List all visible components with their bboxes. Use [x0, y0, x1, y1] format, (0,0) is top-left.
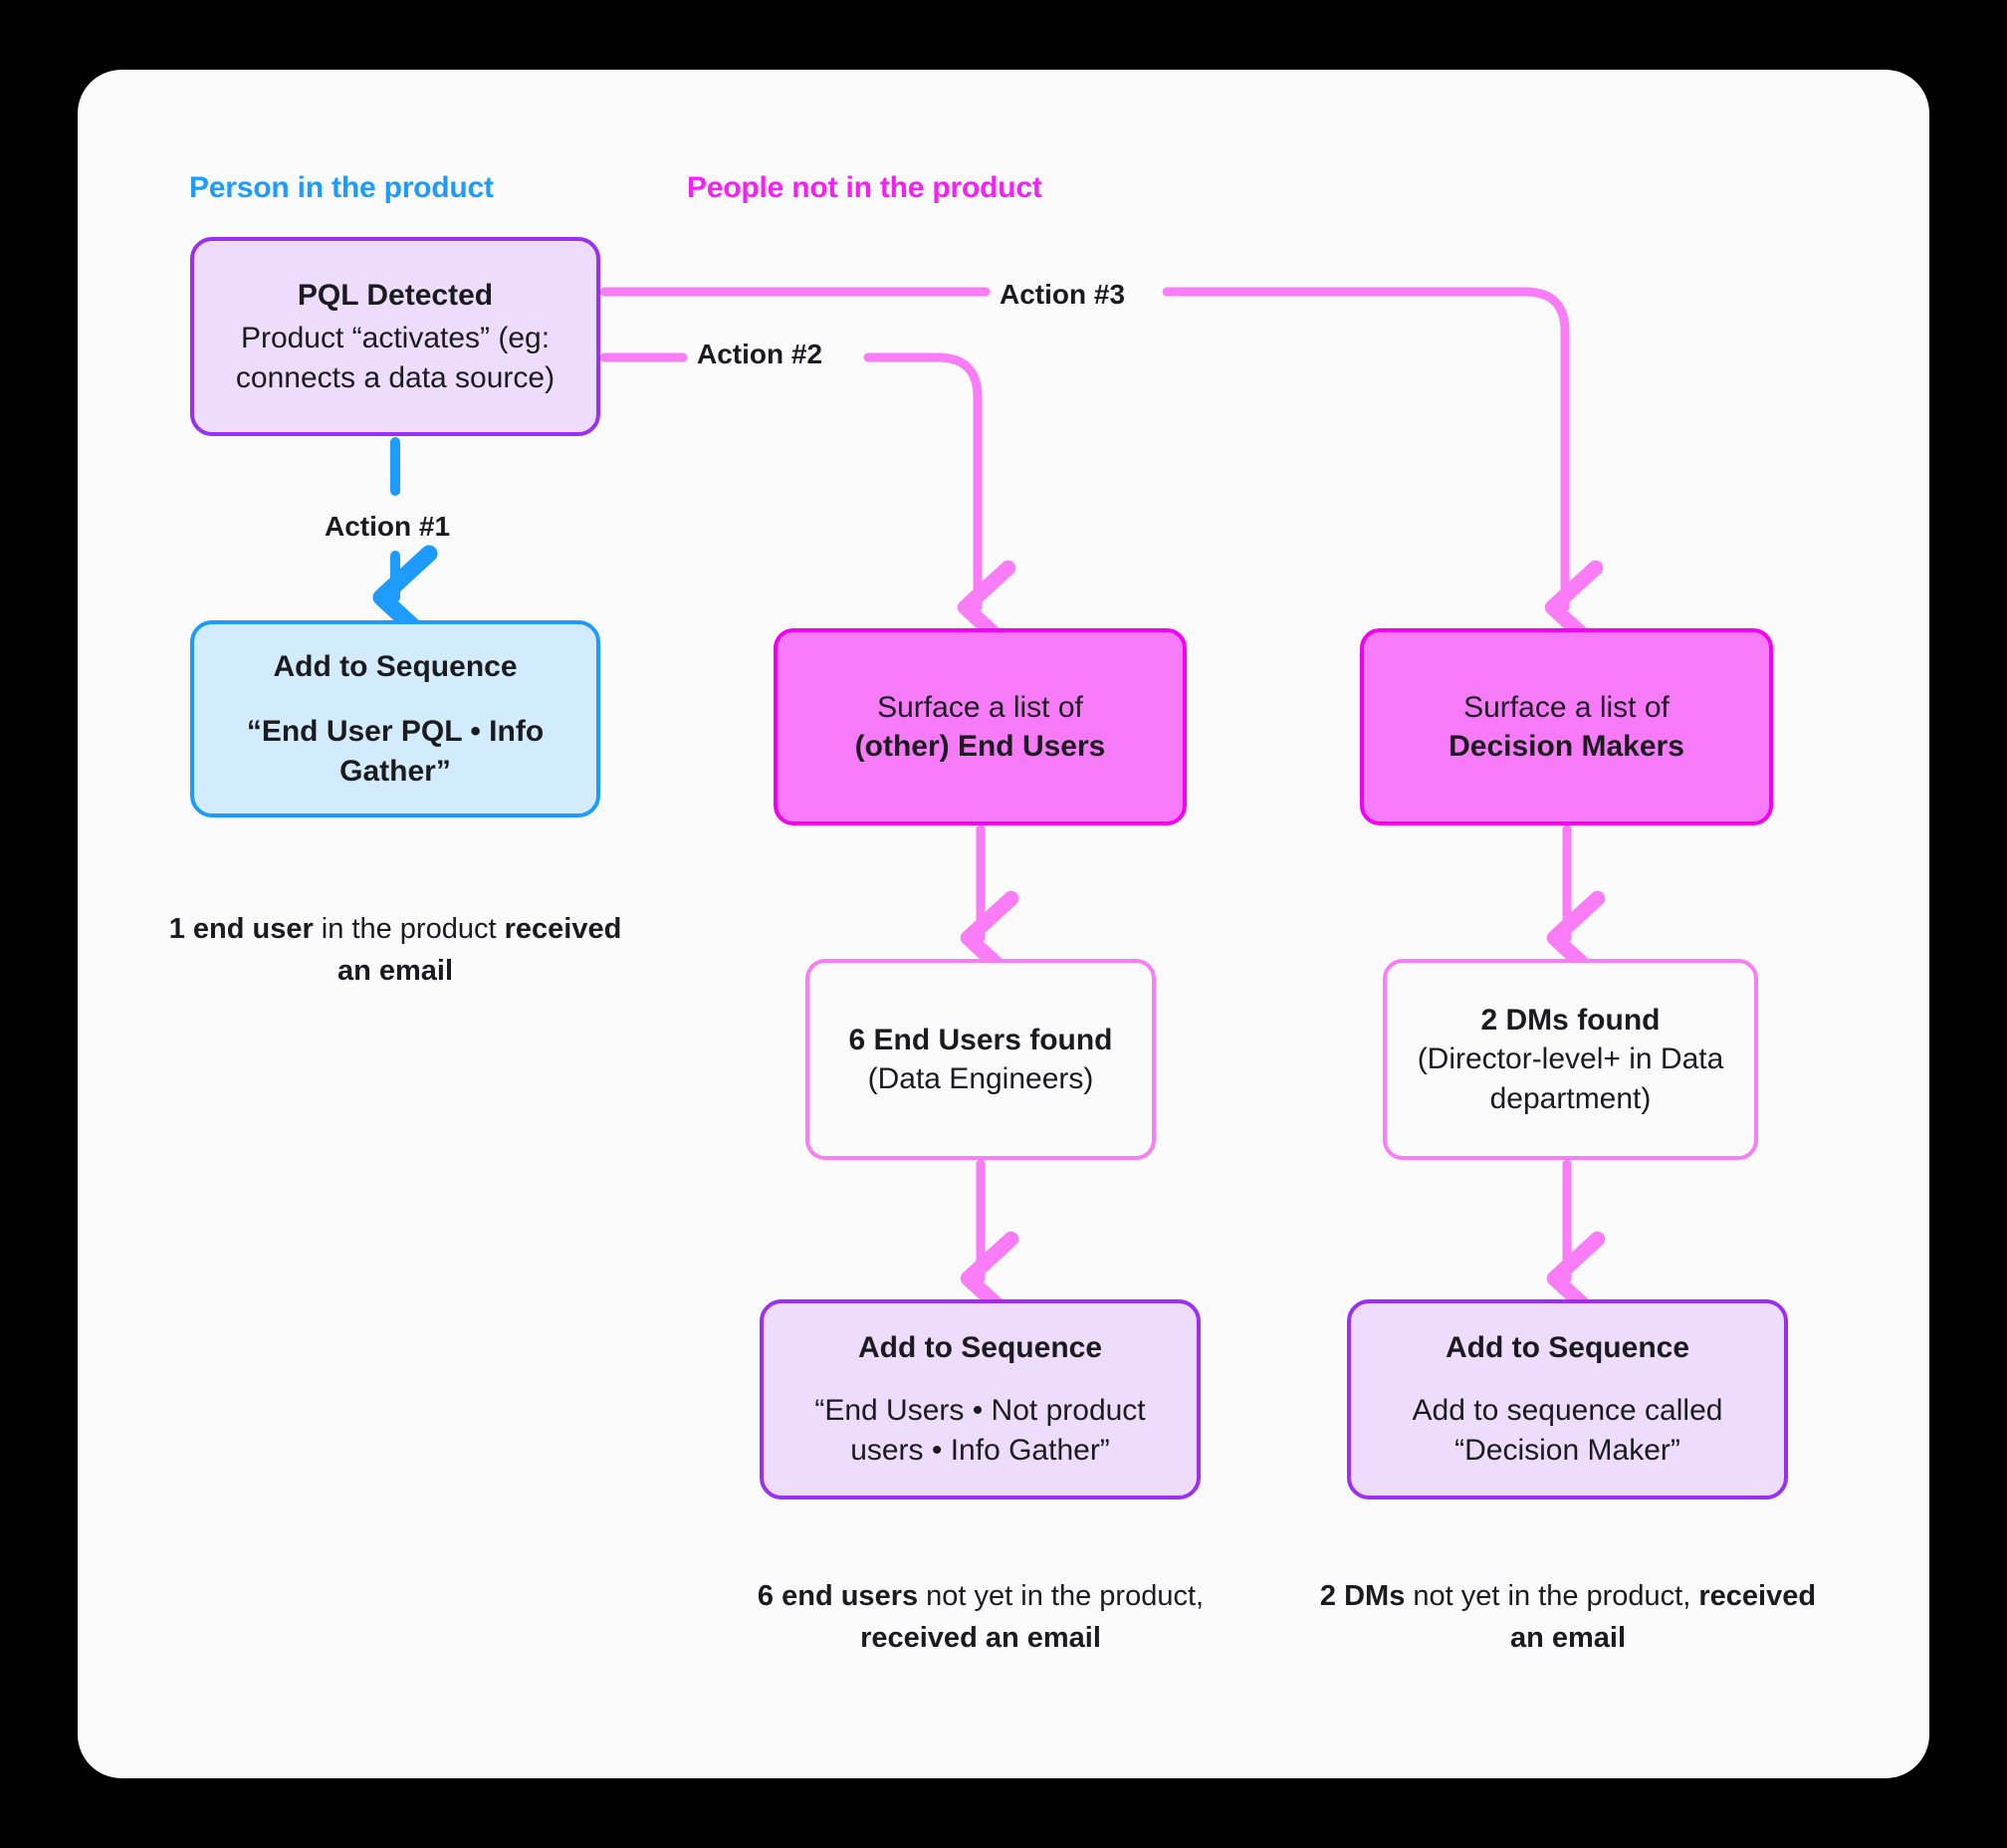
- node-pql-title: PQL Detected: [297, 278, 494, 312]
- caption-left-tail: received an email: [336, 913, 622, 988]
- node-seq-blue-title: Add to Sequence: [273, 649, 518, 683]
- caption-middle: 6 end users not yet in the product, rece…: [727, 1575, 1234, 1659]
- node-surface-dm-line2: Decision Makers: [1449, 730, 1684, 763]
- caption-right-mid: not yet in the product,: [1405, 1580, 1699, 1612]
- node-add-to-sequence-end-users[interactable]: Add to Sequence “End Users • Not product…: [760, 1299, 1201, 1500]
- node-surface-decision-makers[interactable]: Surface a list of Decision Makers: [1360, 628, 1773, 825]
- caption-middle-lead: 6 end users: [757, 1580, 919, 1612]
- column-header-person-in-product: Person in the product: [189, 171, 494, 204]
- node-surface-eu-line1: Surface a list of: [877, 691, 1083, 724]
- node-found-dm-detail: (Director-level+ in Data department): [1417, 1041, 1724, 1115]
- edge-label-action-3: Action #3: [1000, 279, 1126, 310]
- node-found-eu-detail: (Data Engineers): [867, 1061, 1094, 1095]
- node-found-dm-count: 2 DMs found: [1480, 1003, 1661, 1037]
- caption-left-lead: 1 end user: [168, 913, 314, 945]
- node-seq-dm-subtitle: Add to sequence called “Decision Maker”: [1412, 1394, 1723, 1467]
- caption-middle-tail: received an email: [860, 1622, 1101, 1655]
- node-pql-detected[interactable]: PQL Detected Product “activates” (eg: co…: [190, 237, 600, 436]
- caption-middle-mid: not yet in the product,: [918, 1580, 1205, 1612]
- node-pql-description: Product “activates” (eg: connects a data…: [235, 321, 556, 394]
- edge-label-action-2: Action #2: [697, 339, 823, 369]
- caption-left-mid: in the product: [313, 913, 505, 945]
- node-add-to-sequence-end-user-pql[interactable]: Add to Sequence “End User PQL • Info Gat…: [190, 620, 600, 817]
- caption-right: 2 DMs not yet in the product, received a…: [1314, 1575, 1822, 1659]
- node-surface-dm-line1: Surface a list of: [1463, 691, 1670, 724]
- edge-label-action-1: Action #1: [325, 511, 451, 542]
- node-surface-other-end-users[interactable]: Surface a list of (other) End Users: [774, 628, 1187, 825]
- column-header-people-not-in-product: People not in the product: [687, 171, 1042, 204]
- caption-right-tail: received an email: [1509, 1580, 1817, 1655]
- node-seq-eu-title: Add to Sequence: [857, 1331, 1103, 1365]
- node-found-eu-count: 6 End Users found: [848, 1023, 1113, 1056]
- node-end-users-found[interactable]: 6 End Users found (Data Engineers): [805, 959, 1156, 1160]
- node-seq-dm-title: Add to Sequence: [1445, 1331, 1690, 1365]
- node-add-to-sequence-decision-makers[interactable]: Add to Sequence Add to sequence called “…: [1347, 1299, 1788, 1500]
- caption-right-lead: 2 DMs: [1319, 1580, 1406, 1612]
- caption-left: 1 end user in the product received an em…: [149, 908, 641, 992]
- node-seq-blue-subtitle: “End User PQL • Info Gather”: [246, 714, 545, 788]
- node-seq-eu-subtitle: “End Users • Not product users • Info Ga…: [814, 1394, 1146, 1467]
- node-surface-eu-line2: (other) End Users: [854, 730, 1106, 763]
- node-decision-makers-found[interactable]: 2 DMs found (Director-level+ in Data dep…: [1383, 959, 1758, 1160]
